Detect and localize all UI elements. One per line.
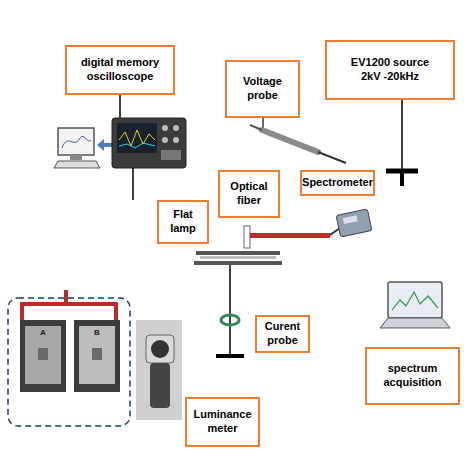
oscilloscope-trace [119, 143, 155, 148]
inset-bracket [22, 304, 116, 320]
lamp-dielectric [200, 256, 276, 259]
oscilloscope-screen [117, 123, 157, 153]
lamp-photo [79, 326, 115, 384]
source-wire [401, 100, 403, 170]
inset-frame [8, 298, 130, 426]
laptop-screen [388, 282, 442, 318]
current-probe-symbol [221, 315, 239, 325]
lamp-photo [92, 348, 102, 360]
voltage-probe-symbol [262, 130, 318, 152]
ground-wire [229, 265, 231, 355]
meter-photo [136, 320, 182, 420]
photo-letter: B [94, 328, 100, 337]
optical-fiber [250, 233, 330, 238]
voltage-probe-symbol [318, 152, 346, 163]
instrument-label-box: digital memory oscilloscope [65, 45, 175, 95]
oscilloscope-trace [119, 130, 155, 146]
lamp-photo [38, 348, 48, 360]
ground-symbol [216, 354, 244, 358]
oscilloscope-knob [173, 137, 179, 143]
lamp-photo [20, 320, 66, 392]
oscilloscope-knob [162, 125, 168, 131]
spectrometer-device [343, 215, 358, 224]
lamp-photo [74, 320, 120, 392]
signal-wire [132, 168, 134, 200]
lamp-photo [25, 326, 61, 384]
spectrometer-device [336, 209, 372, 237]
box-text: Curent probe [261, 320, 304, 348]
instrument-label-box: Flat lamp [157, 200, 209, 244]
oscilloscope-knob [162, 137, 168, 143]
ground-symbol [400, 171, 404, 186]
box-text: Voltage probe [235, 75, 290, 103]
leader-line [119, 95, 121, 118]
oscilloscope-panel [161, 150, 181, 160]
box-text: spectrum acquisition [375, 362, 450, 390]
luminance-meter-symbol [151, 340, 169, 358]
fiber-tip [244, 226, 250, 248]
spectrum-plot [392, 292, 438, 310]
box-text: Flat lamp [163, 208, 203, 236]
leader-line [262, 118, 263, 128]
laptop-base [380, 318, 450, 328]
oscilloscope-body [112, 118, 186, 168]
box-text: EV1200 source 2kV -20kHz [347, 56, 433, 84]
inset-bracket [64, 290, 68, 304]
luminance-meter-symbol [146, 335, 174, 363]
computer-keyboard [54, 161, 100, 168]
instrument-label-box: Voltage probe [225, 60, 300, 118]
instrument-label-box: Optical fiber [218, 170, 280, 218]
instrument-label-box: spectrum acquisition [365, 347, 460, 405]
box-text: Spectrometer [302, 176, 373, 190]
lamp-electrode [194, 261, 282, 265]
luminance-meter-symbol [150, 363, 170, 408]
box-text: digital memory oscilloscope [75, 56, 165, 84]
photo-letter: A [40, 328, 46, 337]
oscilloscope-knob [173, 125, 179, 131]
data-arrow [97, 139, 112, 151]
instrument-label-box: EV1200 source 2kV -20kHz [325, 40, 455, 100]
box-text: Optical fiber [224, 180, 274, 208]
lamp-electrode [196, 251, 280, 255]
instrument-label-box: Luminance meter [185, 397, 260, 447]
box-text: Luminance meter [193, 408, 252, 436]
computer-monitor [58, 128, 94, 155]
monitor-stand [70, 155, 82, 160]
voltage-probe-symbol [250, 125, 262, 130]
instrument-label-box: Curent probe [255, 315, 310, 353]
monitor-trace [62, 136, 91, 148]
instrument-label-box: Spectrometer [300, 170, 375, 196]
